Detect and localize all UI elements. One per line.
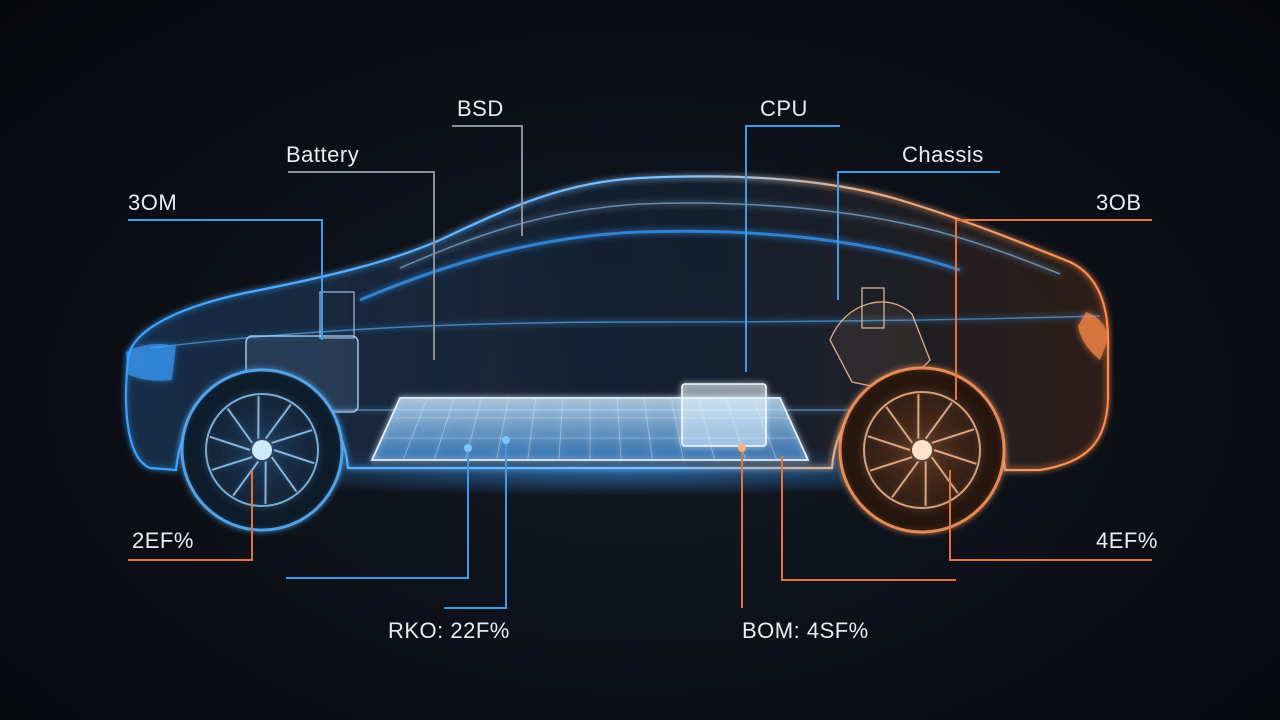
front-hub (252, 440, 272, 460)
label-chassis: Chassis (902, 142, 984, 167)
endpoint-bom (738, 444, 746, 452)
wheel-spoke (264, 403, 292, 440)
wheel-spoke (867, 435, 911, 451)
wheel-spoke (924, 402, 953, 440)
leader-endpoints (464, 436, 746, 452)
battery-cell-divider (558, 397, 564, 461)
label-cpu: CPU (760, 96, 808, 121)
leader-line-3om (128, 219, 323, 340)
wheel-spoke (869, 456, 913, 472)
wheel-spoke (885, 406, 914, 444)
front-wheel (180, 368, 344, 532)
car-window-line (359, 229, 961, 302)
wheel-spoke (933, 449, 977, 465)
front-rim (205, 393, 319, 507)
battery-cell-divider (527, 397, 537, 461)
label-bsd: BSD (457, 96, 504, 121)
battery-cell-divider (402, 397, 428, 461)
label-bom: BOM: 4SF% (742, 618, 869, 643)
leader-line-rko-2 (444, 440, 507, 609)
front-wheel-spokes (209, 396, 315, 504)
battery-control-module (681, 383, 767, 447)
wheel-spoke (226, 407, 254, 444)
taillight (1078, 312, 1108, 360)
wheel-spoke (891, 460, 920, 498)
rear-wheel-spokes (867, 394, 977, 506)
wheel-spoke (211, 456, 253, 471)
leader-line-cpu (745, 125, 840, 372)
battery-cell-divider (643, 397, 653, 461)
rear-motor-top (861, 287, 885, 329)
leader-line-bom-2 (781, 456, 956, 581)
label-battery: Battery (286, 142, 360, 167)
wheel-spoke (930, 456, 959, 494)
battery-cell-divider (616, 397, 622, 461)
wheel-spoke (273, 449, 315, 465)
label-rko: RKO: 22F% (388, 618, 510, 643)
leader-line-3ob (955, 219, 1152, 400)
leader-line-bsd (452, 125, 523, 236)
endpoint-rko-2 (502, 436, 510, 444)
leader-line-4ef (949, 470, 1152, 561)
wheel-spoke (209, 435, 251, 451)
headlight (126, 344, 176, 381)
endpoint-rko (464, 444, 472, 452)
label-2ef: 2EF% (132, 528, 194, 553)
label-3om: 3OM (128, 190, 178, 215)
battery-cell-divider (496, 397, 510, 461)
wheel-spoke (270, 456, 298, 493)
rear-hub (912, 440, 932, 460)
leader-line-chassis (837, 171, 1000, 300)
rear-wheel (838, 366, 1006, 534)
car-roofline (399, 202, 1061, 275)
leader-line-battery (288, 171, 435, 360)
wheel-spoke (931, 428, 975, 444)
battery-cell-divider (670, 397, 684, 461)
car-beltline (149, 315, 1101, 349)
battery-cell-divider (433, 397, 455, 461)
rear-rim (863, 391, 981, 509)
battery-pack (370, 383, 810, 461)
front-motor-top (319, 291, 355, 339)
wheel-spoke (232, 460, 260, 497)
wheel-spoke (271, 429, 313, 444)
label-3ob: 3OB (1096, 190, 1142, 215)
leader-line-2ef (128, 470, 253, 561)
leader-line-rko (286, 448, 469, 579)
label-4ef: 4EF% (1096, 528, 1158, 553)
leader-lines (128, 125, 1152, 609)
